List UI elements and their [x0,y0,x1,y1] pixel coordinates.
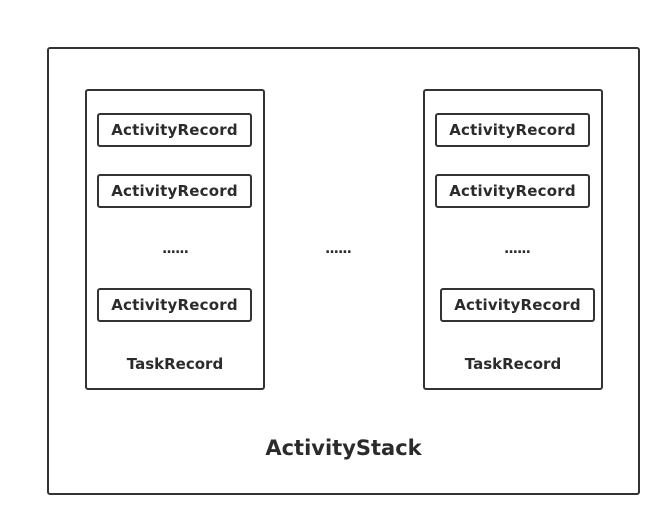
activity-record-right-3: ActivityRecord [440,288,595,322]
task-ellipsis: ...... [325,241,352,257]
task-record-label-right: TaskRecord [464,355,562,373]
activity-record-left-3: ActivityRecord [97,288,252,322]
activity-record-left-1: ActivityRecord [97,113,252,147]
activity-record-right-1: ActivityRecord [435,113,590,147]
activity-stack-label: ActivityStack [265,436,422,460]
activity-ellipsis-right: ...... [504,241,531,257]
activity-record-right-2: ActivityRecord [435,174,590,208]
activity-ellipsis-left: ...... [162,241,189,257]
task-record-label-left: TaskRecord [126,355,224,373]
activity-record-left-2: ActivityRecord [97,174,252,208]
